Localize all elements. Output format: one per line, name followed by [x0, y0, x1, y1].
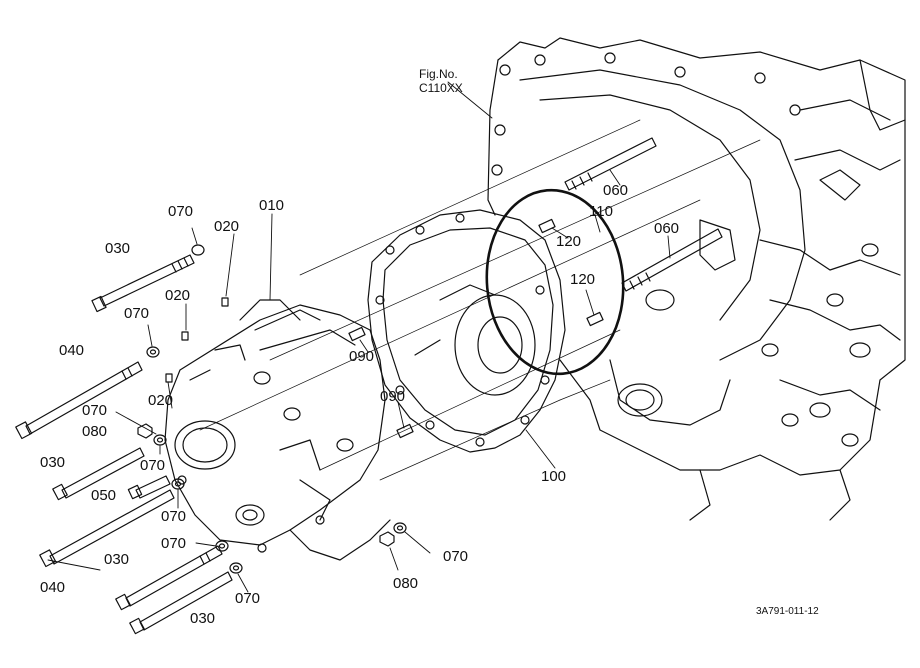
callout-040: 040: [40, 579, 66, 596]
callout-030: 030: [190, 610, 216, 627]
callout-070: 070: [140, 457, 166, 474]
callout-020: 020: [165, 287, 191, 304]
washers-070: [146, 244, 407, 574]
callout-030: 030: [104, 551, 130, 568]
figure-reference: Fig.No. C110XX: [419, 67, 463, 95]
callout-080: 080: [393, 575, 419, 592]
callout-090: 090: [380, 388, 406, 405]
bolt-030-top: [91, 254, 195, 313]
drawing-id: 3A791-011-12: [756, 606, 819, 617]
callout-060: 060: [603, 182, 629, 199]
pin-120-lower: [586, 311, 604, 327]
callout-090: 090: [349, 348, 375, 365]
callout-070: 070: [168, 203, 194, 220]
callout-110: 110: [589, 203, 613, 220]
callout-030: 030: [105, 240, 131, 257]
o-ring-110: [485, 188, 625, 376]
callout-040: 040: [59, 342, 85, 359]
leader-lines: [47, 81, 671, 593]
bolt-030-middle: [52, 447, 145, 501]
stud-060-lower: [621, 228, 723, 292]
pin-090-lower: [396, 423, 414, 439]
clutch-housing-100: [367, 209, 566, 453]
pin-090-upper: [348, 326, 366, 342]
bolt-030-lower-a: [115, 545, 223, 611]
bolt-040-upper: [15, 361, 143, 440]
stud-060-upper: [564, 137, 657, 191]
callout-070: 070: [443, 548, 469, 565]
figure-code: C110XX: [419, 81, 463, 95]
callout-060: 060: [654, 220, 680, 237]
figure-number-label: Fig.No.: [419, 67, 458, 81]
callout-070: 070: [235, 590, 261, 607]
transmission-housing: [487, 37, 906, 521]
callout-070: 070: [124, 305, 150, 322]
callout-120: 120: [556, 233, 582, 250]
callout-070: 070: [161, 508, 187, 525]
bolt-030-lower-b: [129, 571, 233, 635]
stud-050: [127, 475, 171, 500]
callout-050: 050: [91, 487, 117, 504]
callout-070: 070: [161, 535, 187, 552]
callout-020: 020: [148, 392, 174, 409]
callout-100: 100: [541, 468, 567, 485]
pin-120-upper: [538, 218, 556, 234]
callout-010: 010: [259, 197, 285, 214]
callout-080: 080: [82, 423, 108, 440]
callout-070: 070: [82, 402, 108, 419]
alignment-lines: [199, 119, 761, 481]
callout-120: 120: [570, 271, 596, 288]
pins-020: [165, 297, 229, 383]
callout-030: 030: [40, 454, 66, 471]
nuts-080: [137, 423, 395, 547]
callout-020: 020: [214, 218, 240, 235]
